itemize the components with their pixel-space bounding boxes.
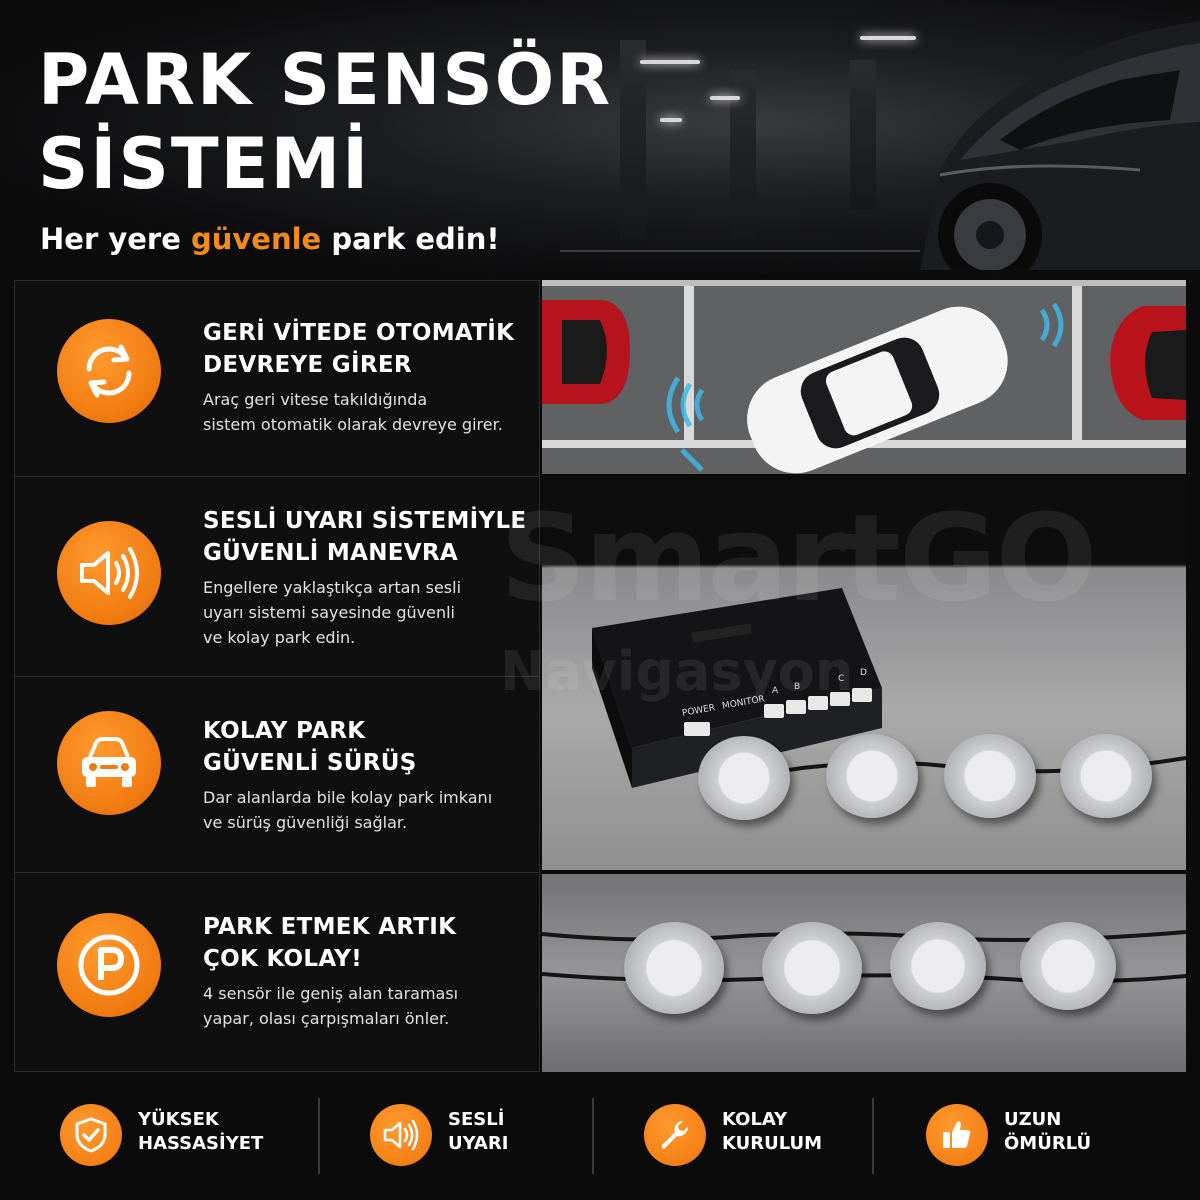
wrench-icon	[644, 1104, 706, 1166]
feature-title-line: GÜVENLİ SÜRÜŞ	[203, 750, 417, 776]
port-label-a: A	[772, 686, 779, 696]
feature-title-line: GERİ VİTEDE OTOMATİK	[203, 320, 515, 346]
subtitle-text: park edin!	[321, 222, 500, 256]
shield-check-icon	[60, 1104, 122, 1166]
ceiling-light	[860, 36, 916, 40]
badge-label-line: KOLAY	[722, 1109, 788, 1130]
port-label-b: B	[794, 682, 801, 692]
feature-desc-line: ve sürüş güvenliği sağlar.	[203, 813, 408, 832]
feature-title: PARK ETMEK ARTIK ÇOK KOLAY!	[203, 911, 533, 975]
feature-desc-line: ve kolay park edin.	[203, 628, 356, 647]
ceiling-light	[660, 118, 682, 122]
title-line: PARK SENSÖR	[38, 39, 613, 121]
garage-pillar	[620, 40, 646, 240]
sensor-image	[944, 734, 1036, 818]
sensor-image	[698, 736, 790, 820]
badge-label-line: YÜKSEK	[138, 1109, 219, 1130]
badge-label-line: UYARI	[448, 1133, 509, 1154]
sensor-image	[624, 922, 724, 1014]
speaker-icon	[57, 521, 161, 625]
black-car-image	[920, 21, 1200, 270]
subtitle-highlight: güvenle	[190, 222, 322, 256]
divider	[592, 1098, 594, 1174]
badge-label: SESLİ UYARI	[448, 1108, 508, 1156]
feature-title-line: PARK ETMEK ARTIK	[203, 914, 457, 940]
parking-icon	[57, 913, 161, 1017]
car-icon	[57, 711, 161, 815]
feature-title-line: ÇOK KOLAY!	[203, 946, 363, 972]
badge-label-line: UZUN	[1004, 1109, 1062, 1130]
feature-desc-line: Dar alanlarda bile kolay park imkanı	[203, 788, 493, 807]
floor-marking	[560, 250, 920, 252]
sensor-image	[826, 734, 918, 818]
sensors-row-image	[542, 874, 1186, 1072]
hero-subtitle: Her yere güvenle park edin!	[40, 222, 500, 256]
feature-desc-line: Araç geri vitese takıldığında	[203, 390, 428, 409]
divider	[318, 1098, 320, 1174]
badge-label: YÜKSEK HASSASİYET	[138, 1108, 263, 1156]
sensor-image	[762, 922, 862, 1014]
feature-desc: Dar alanlarda bile kolay park imkanı ve …	[203, 785, 533, 835]
feature-title: KOLAY PARK GÜVENLİ SÜRÜŞ	[203, 715, 533, 779]
subtitle-text: Her yere	[40, 222, 191, 256]
badge-label: KOLAY KURULUM	[722, 1108, 822, 1156]
page-title: PARK SENSÖR SİSTEMİ	[38, 38, 612, 206]
port-label-d: D	[860, 668, 867, 678]
feature-title: SESLİ UYARI SİSTEMİYLE GÜVENLİ MANEVRA	[203, 505, 533, 569]
feature-desc: Araç geri vitese takıldığında sistem oto…	[203, 387, 533, 437]
feature-desc: Engellere yaklaştıkça artan sesli uyarı …	[203, 575, 533, 650]
feature-desc-line: sistem otomatik olarak devreye girer.	[203, 415, 503, 434]
feature-title-line: DEVREYE GİRER	[203, 352, 412, 378]
badge-label: UZUN ÖMÜRLÜ	[1004, 1108, 1091, 1156]
feature-auto-activate: GERİ VİTEDE OTOMATİK DEVREYE GİRER Araç …	[15, 281, 539, 477]
title-line: SİSTEMİ	[38, 123, 371, 205]
ceiling-light	[640, 60, 700, 64]
badge-label-line: KURULUM	[722, 1133, 823, 1154]
port-label-c: C	[838, 674, 845, 684]
features-panel: GERİ VİTEDE OTOMATİK DEVREYE GİRER Araç …	[14, 280, 540, 1072]
feature-title-line: SESLİ UYARI SİSTEMİYLE	[203, 508, 527, 534]
badge-label-line: ÖMÜRLÜ	[1004, 1133, 1092, 1154]
garage-pillar	[850, 60, 876, 210]
feature-audio-warning: SESLİ UYARI SİSTEMİYLE GÜVENLİ MANEVRA E…	[15, 477, 539, 677]
feature-title: GERİ VİTEDE OTOMATİK DEVREYE GİRER	[203, 317, 533, 381]
feature-title-line: GÜVENLİ MANEVRA	[203, 540, 458, 566]
ceiling-light	[710, 96, 740, 100]
sensor-image	[1060, 734, 1152, 818]
divider	[872, 1098, 874, 1174]
feature-desc-line: uyarı sistemi sayesinde güvenli	[203, 603, 455, 622]
hero-banner: PARK SENSÖR SİSTEMİ Her yere güvenle par…	[0, 0, 1200, 275]
thumbs-up-icon	[926, 1104, 988, 1166]
feature-desc-line: Engellere yaklaştıkça artan sesli	[203, 578, 462, 597]
sensor-image	[890, 922, 986, 1010]
feature-desc: 4 sensör ile geniş alan taraması yapar, …	[203, 981, 533, 1031]
control-box-image: POWER MONITOR A B C D	[542, 478, 1186, 870]
speaker-icon	[370, 1104, 432, 1166]
badge-label-line: HASSASİYET	[138, 1133, 264, 1154]
sensor-image	[1020, 922, 1116, 1010]
feature-desc-line: yapar, olası çarpışmaları önler.	[203, 1009, 450, 1028]
parking-topview-image	[542, 280, 1186, 474]
feature-easy-park: KOLAY PARK GÜVENLİ SÜRÜŞ Dar alanlarda b…	[15, 677, 539, 873]
feature-four-sensors: PARK ETMEK ARTIK ÇOK KOLAY! 4 sensör ile…	[15, 873, 539, 1071]
feature-desc-line: 4 sensör ile geniş alan taraması	[203, 984, 459, 1003]
refresh-arrows-icon	[57, 319, 161, 423]
badge-label-line: SESLİ	[448, 1109, 505, 1130]
feature-title-line: KOLAY PARK	[203, 718, 366, 744]
feature-badges-bar: YÜKSEK HASSASİYET SESLİ UYARI KOLAY K	[0, 1076, 1200, 1200]
